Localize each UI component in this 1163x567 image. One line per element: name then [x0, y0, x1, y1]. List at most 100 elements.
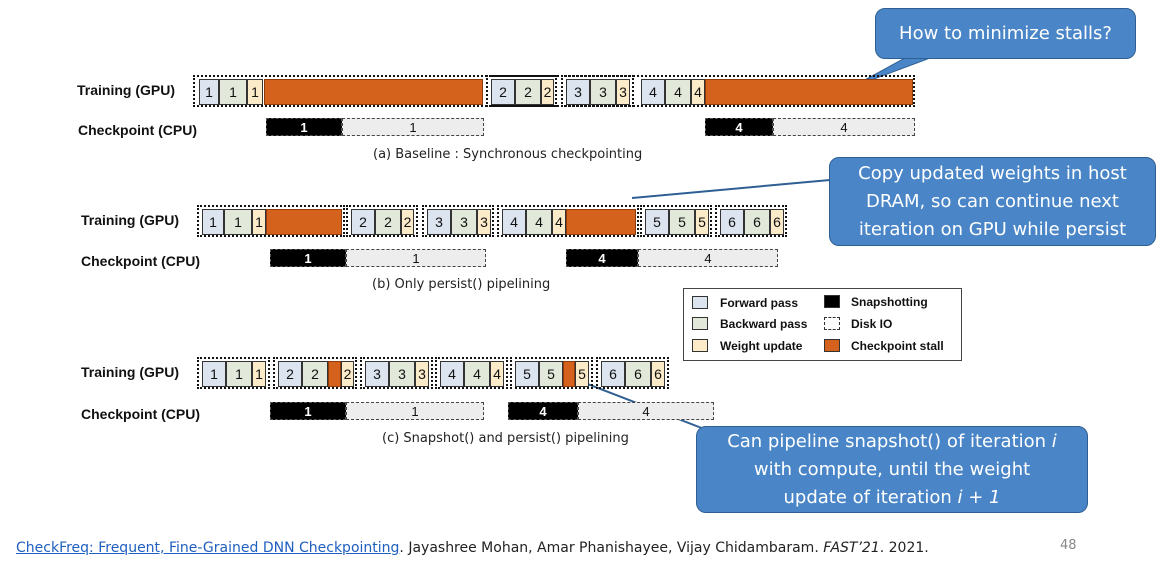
panel-b-stall-1 — [266, 209, 342, 235]
panel-b-bwd-2: 2 — [375, 209, 401, 235]
panel-c-wup-5: 5 — [575, 361, 589, 387]
copy-callout-pointer — [631, 179, 831, 199]
panel-a-wup-1: 1 — [247, 79, 263, 105]
panel-c-cpu-label: Checkpoint (CPU) — [81, 406, 200, 422]
legend-stall-swatch — [824, 339, 840, 352]
callout-copy-line-1: Copy updated weights in host — [858, 162, 1127, 184]
panel-c-snapshot-1: 1 — [270, 402, 346, 420]
panel-c-iter-2 — [273, 357, 357, 389]
legend-forward-label: Forward pass — [720, 296, 799, 310]
panel-b-iter-1 — [197, 205, 345, 237]
callout-copy-line-3: iteration on GPU while persist — [858, 218, 1127, 240]
panel-c-snapshot-4: 4 — [508, 402, 578, 420]
panel-a-bwd-2: 2 — [515, 79, 541, 105]
callout-pipeline-line-3: update of iteration i + 1 — [697, 484, 1087, 512]
panel-b-gpu-label: Training (GPU) — [81, 212, 179, 228]
panel-a-snapshot-1: 1 — [266, 118, 342, 136]
panel-b-fwd-3: 3 — [427, 209, 451, 235]
legend-backward-swatch — [692, 317, 708, 330]
citation-venue: FAST’21 — [823, 540, 880, 556]
panel-a-gpu-label: Training (GPU) — [77, 82, 175, 98]
panel-b-iter-3 — [422, 205, 494, 237]
citation: CheckFreq: Frequent, Fine-Grained DNN Ch… — [16, 540, 929, 556]
panel-b-bwd-3: 3 — [451, 209, 477, 235]
panel-a-fwd-2: 2 — [491, 79, 515, 105]
panel-c-bwd-5: 5 — [539, 361, 563, 387]
panel-a-fwd-4: 4 — [641, 79, 665, 105]
panel-b-fwd-5: 5 — [645, 209, 669, 235]
panel-b-fwd-2: 2 — [351, 209, 375, 235]
panel-b-wup-1: 1 — [252, 209, 266, 235]
panel-b-diskio-1: 1 — [346, 249, 486, 267]
panel-c-gpu-label: Training (GPU) — [81, 364, 179, 380]
panel-c-wup-2: 2 — [341, 361, 354, 387]
panel-c-bwd-2: 2 — [302, 361, 328, 387]
callout-minimize-stalls: How to minimize stalls? — [875, 8, 1136, 59]
legend-forward-swatch — [692, 296, 708, 309]
panel-b-bwd-5: 5 — [669, 209, 695, 235]
panel-c-fwd-5: 5 — [515, 361, 539, 387]
citation-year: . 2021. — [879, 540, 929, 556]
panel-b-iter-5 — [640, 205, 712, 237]
panel-c-wup-6: 6 — [651, 361, 665, 387]
callout-minimize-stalls-text: How to minimize stalls? — [899, 22, 1112, 44]
panel-b-caption: (b) Only persist() pipelining — [372, 277, 551, 292]
panel-b-snapshot-1: 1 — [270, 249, 346, 267]
panel-a-fwd-3: 3 — [566, 79, 590, 105]
panel-c-wup-1: 1 — [252, 361, 266, 387]
panel-b-diskio-4: 4 — [638, 249, 778, 267]
panel-c-bwd-4: 4 — [464, 361, 490, 387]
panel-b-bwd-6: 6 — [744, 209, 770, 235]
callout-pipeline-snapshot: Can pipeline snapshot() of iteration i w… — [696, 426, 1088, 513]
citation-authors: . Jayashree Mohan, Amar Phanishayee, Vij… — [399, 540, 824, 556]
callout-pipeline-line-2: with compute, until the weight — [753, 458, 1031, 480]
paper-link[interactable]: CheckFreq: Frequent, Fine-Grained DNN Ch… — [16, 540, 400, 556]
panel-a-wup-3: 3 — [616, 79, 630, 105]
panel-b-iter-2 — [346, 205, 418, 237]
panel-b-bwd-1: 1 — [224, 209, 252, 235]
callout-pipeline-line-1-text: Can pipeline snapshot() of iteration — [727, 430, 1052, 452]
panel-b-snapshot-4: 4 — [566, 249, 638, 267]
panel-a-fwd-1: 1 — [199, 79, 219, 105]
panel-c-iter-6 — [596, 357, 669, 389]
panel-c-stall-2 — [328, 361, 341, 387]
legend-snapshot-swatch — [824, 295, 840, 308]
callout-pipeline-line-3-text: update of iteration — [783, 486, 958, 508]
panel-b-wup-6: 6 — [770, 209, 784, 235]
callout-copy-weights: Copy updated weights in host DRAM, so ca… — [829, 157, 1156, 246]
panel-b-fwd-4: 4 — [502, 209, 526, 235]
panel-a-bwd-4: 4 — [665, 79, 691, 105]
panel-a-iter-3 — [561, 75, 634, 107]
callout-pipeline-line-1: Can pipeline snapshot() of iteration i — [697, 428, 1087, 456]
panel-b-stall-4 — [566, 209, 636, 235]
legend-weight-swatch — [692, 339, 708, 352]
panel-c-iter-3 — [360, 357, 433, 389]
panel-c-bwd-1: 1 — [226, 361, 252, 387]
legend-stall-label: Checkpoint stall — [851, 339, 944, 353]
panel-a-stall-1 — [264, 79, 483, 105]
callout-pipeline-line-3-italic: i + 1 — [957, 486, 1001, 508]
panel-c-bwd-6: 6 — [625, 361, 651, 387]
panel-c-wup-4: 4 — [490, 361, 504, 387]
panel-b-wup-5: 5 — [695, 209, 709, 235]
panel-a-snapshot-4: 4 — [705, 118, 773, 136]
panel-c-bwd-3: 3 — [389, 361, 415, 387]
panel-a-diskio-1: 1 — [342, 118, 484, 136]
panel-b-bwd-4: 4 — [526, 209, 552, 235]
panel-c-diskio-4: 4 — [578, 402, 714, 420]
legend: Forward pass Backward pass Weight update… — [683, 288, 962, 361]
panel-b-wup-3: 3 — [477, 209, 491, 235]
legend-weight-label: Weight update — [720, 339, 803, 353]
panel-c-fwd-3: 3 — [365, 361, 389, 387]
panel-c-fwd-1: 1 — [202, 361, 226, 387]
panel-b-iter-6 — [715, 205, 787, 237]
panel-a-diskio-4: 4 — [773, 118, 915, 136]
panel-a-caption: (a) Baseline : Synchronous checkpointing — [373, 147, 643, 162]
legend-backward-label: Backward pass — [720, 317, 808, 331]
panel-a-wup-2: 2 — [541, 79, 554, 105]
panel-b-fwd-6: 6 — [720, 209, 744, 235]
panel-c-stall-5 — [563, 361, 575, 387]
panel-c-diskio-1: 1 — [346, 402, 484, 420]
legend-disk-label: Disk IO — [851, 317, 893, 331]
panel-c-fwd-6: 6 — [601, 361, 625, 387]
